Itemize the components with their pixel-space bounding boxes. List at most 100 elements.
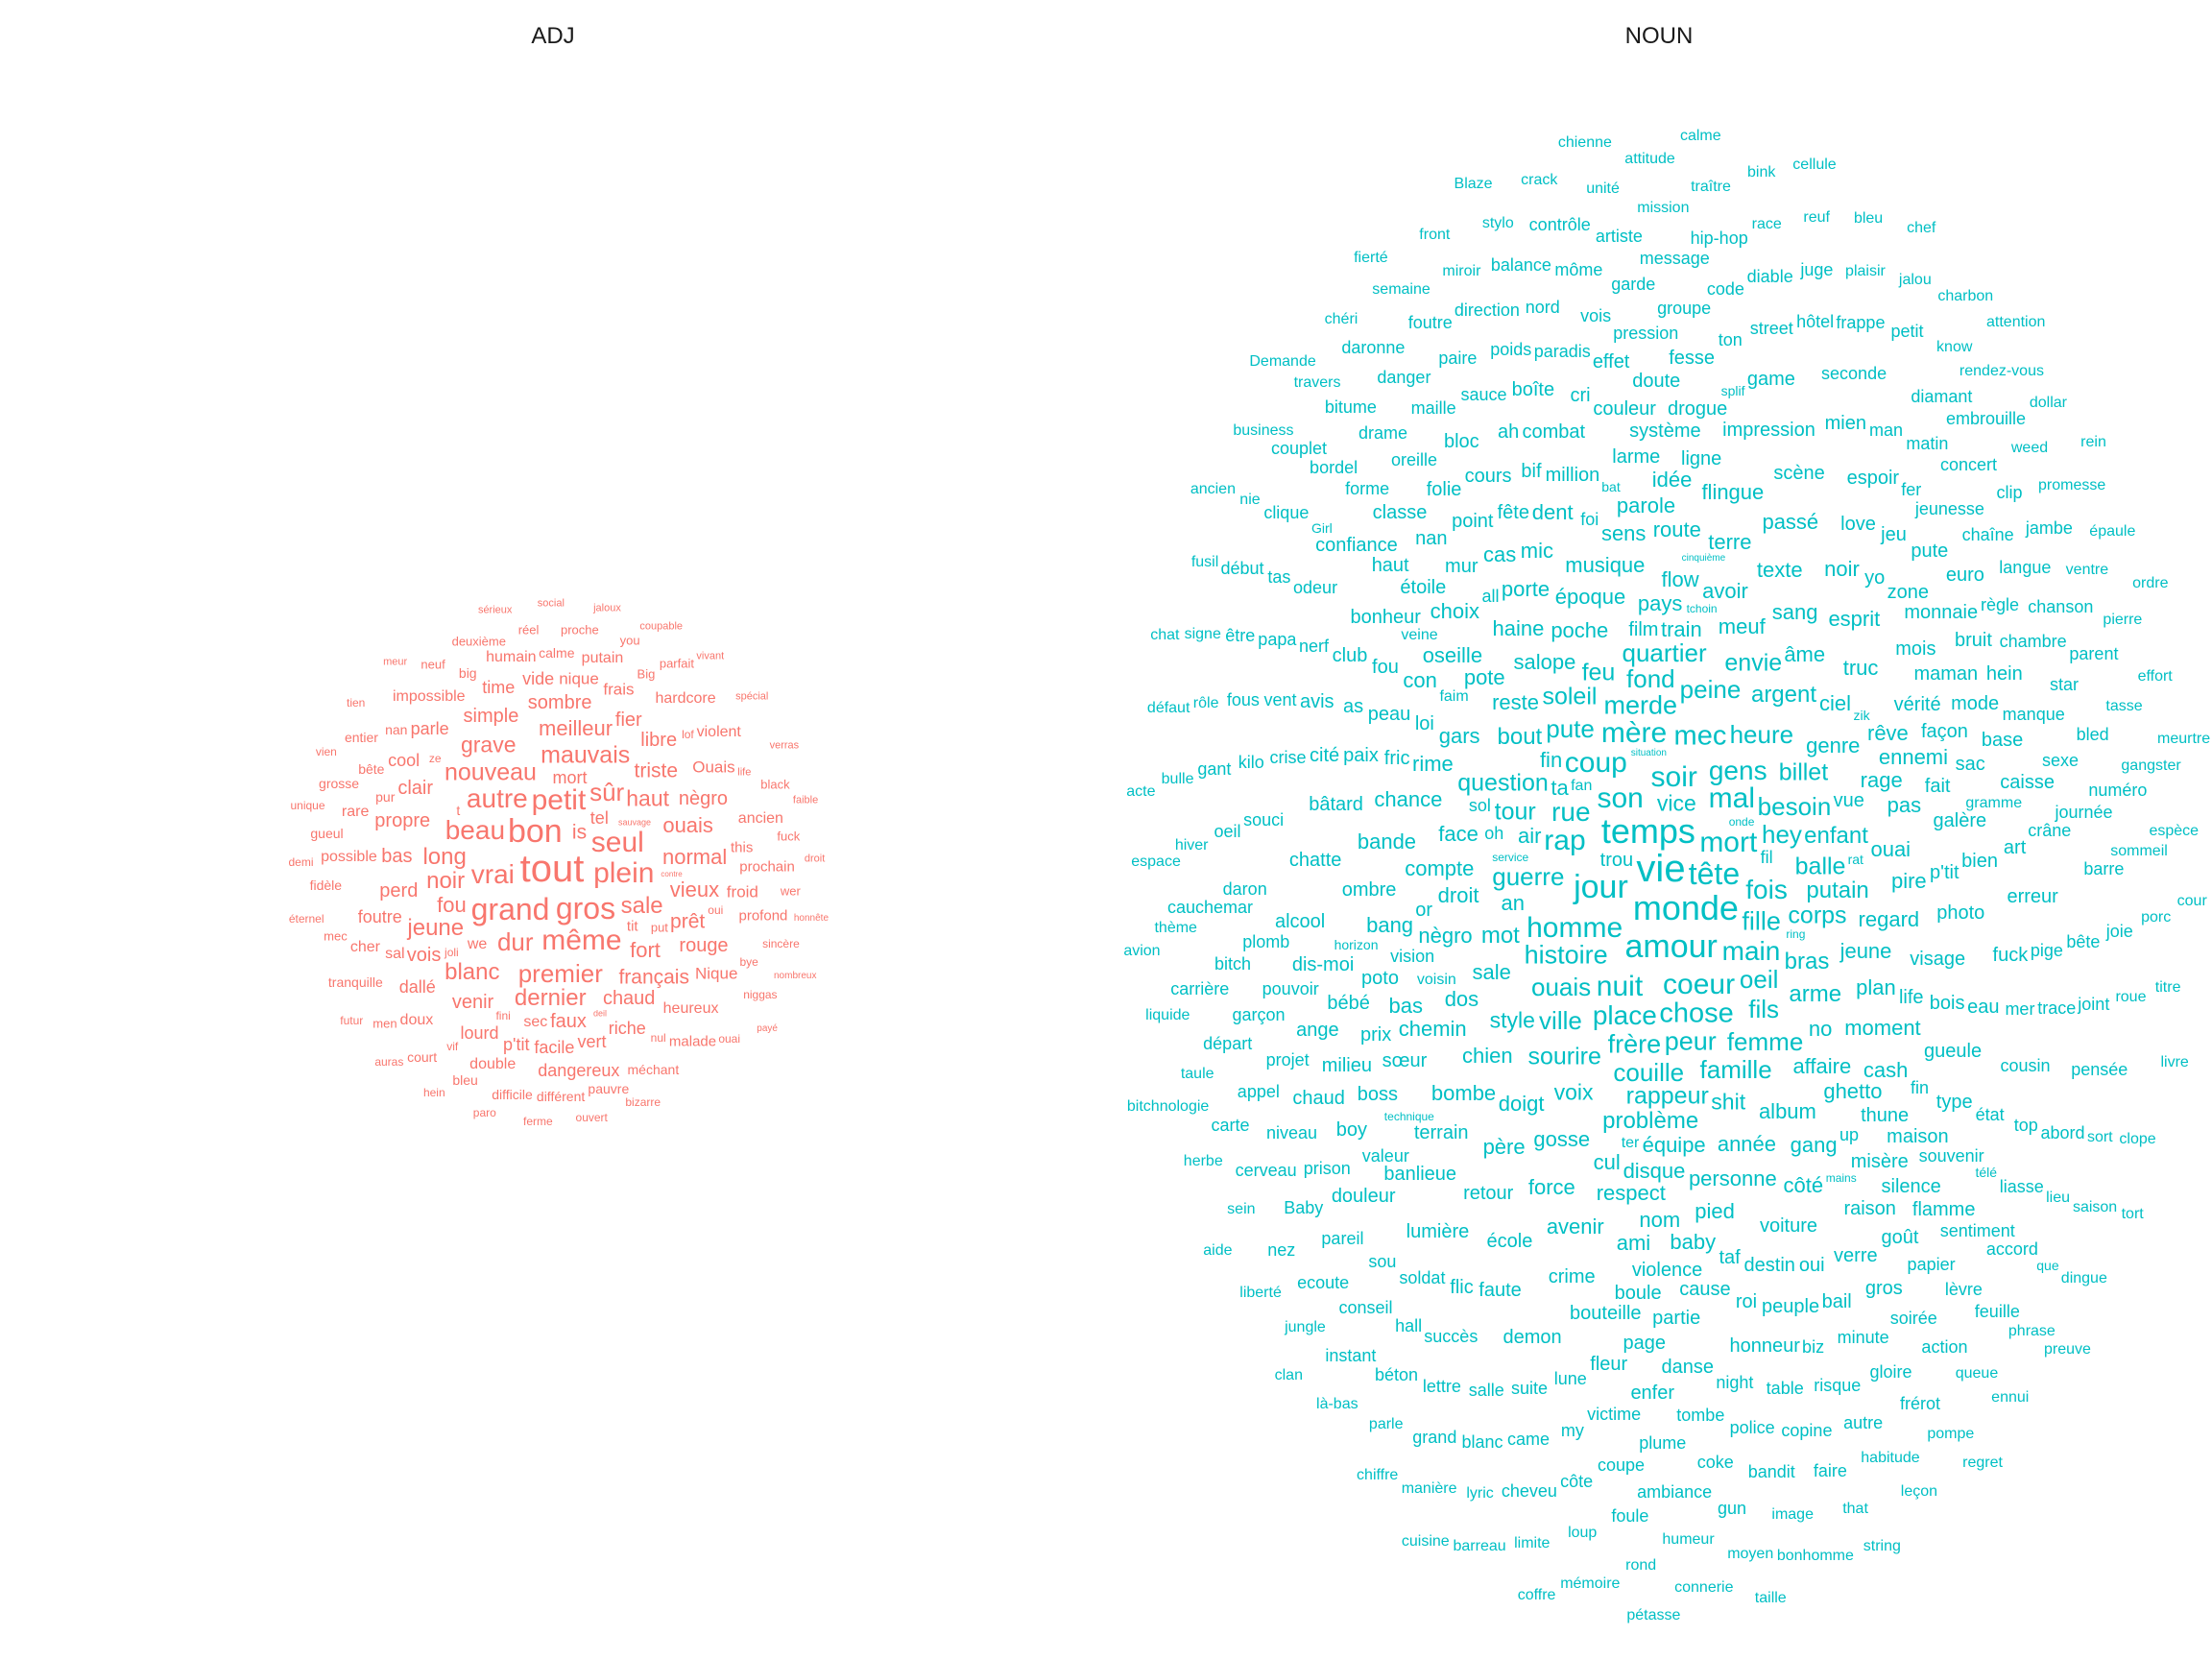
word-noun-277: ennemi xyxy=(1878,744,1949,769)
word-noun-12: nuit xyxy=(1596,970,1644,1002)
word-noun-537: Blaze xyxy=(1454,176,1493,192)
word-adj-123: meur xyxy=(383,656,408,668)
word-noun-118: valeur xyxy=(1361,1145,1409,1166)
word-noun-1: temps xyxy=(1600,810,1695,851)
word-noun-392: espace xyxy=(1131,854,1181,871)
word-noun-582: jambe xyxy=(2025,517,2073,538)
word-noun-213: projet xyxy=(1265,1049,1310,1070)
word-adj-120: ferme xyxy=(523,1115,553,1129)
word-noun-179: étoile xyxy=(1400,576,1447,598)
word-noun-310: technique xyxy=(1383,1110,1434,1124)
word-adj-129: jaloux xyxy=(593,602,621,614)
word-noun-130: pire xyxy=(1890,868,1927,893)
word-noun-549: bitume xyxy=(1324,397,1377,417)
word-noun-287: sexe xyxy=(2041,750,2079,770)
word-noun-402: côté xyxy=(1783,1173,1824,1198)
word-noun-173: boule xyxy=(1614,1283,1662,1305)
word-noun-425: lettre xyxy=(1422,1376,1461,1396)
word-adj-1: bon xyxy=(507,812,563,850)
word-adj-152: sauvage xyxy=(618,817,652,828)
word-noun-567: rein xyxy=(2080,434,2106,451)
word-adj-18: blanc xyxy=(445,958,500,985)
word-noun-448: espèce xyxy=(2149,822,2200,839)
word-adj-63: Ouais xyxy=(692,757,735,777)
word-adj-56: parle xyxy=(410,719,449,739)
word-noun-603: euro xyxy=(1945,564,1984,586)
word-noun-222: odeur xyxy=(1293,578,1338,598)
word-adj-104: put xyxy=(650,920,668,935)
word-adj-44: libre xyxy=(640,730,678,752)
word-adj-66: froid xyxy=(726,882,758,902)
word-noun-369: cul xyxy=(1593,1150,1621,1174)
word-adj-58: p'tit xyxy=(503,1035,530,1055)
word-noun-93: pote xyxy=(1463,665,1505,690)
word-noun-60: style xyxy=(1489,1007,1535,1033)
word-noun-563: nie xyxy=(1239,491,1261,508)
word-noun-101: respect xyxy=(1596,1181,1666,1206)
word-noun-26: frère xyxy=(1607,1029,1662,1059)
word-adj-11: premier xyxy=(517,958,603,988)
word-noun-108: texte xyxy=(1756,558,1803,583)
word-adj-59: vide xyxy=(522,668,555,688)
word-noun-587: petit xyxy=(1890,322,1924,342)
word-noun-3: monde xyxy=(1632,888,1739,928)
word-noun-240: sein xyxy=(1227,1200,1256,1217)
word-noun-75: jeune xyxy=(1839,939,1892,964)
word-adj-12: nouveau xyxy=(444,758,537,786)
word-noun-335: papa xyxy=(1258,630,1297,650)
word-adj-36: propre xyxy=(374,810,431,832)
word-adj-45: nègro xyxy=(678,787,729,809)
word-noun-598: mien xyxy=(1824,413,1867,435)
word-noun-110: vérité xyxy=(1893,693,1941,715)
word-noun-115: violence xyxy=(1631,1259,1703,1281)
word-noun-530: fierté xyxy=(1354,250,1388,267)
word-adj-90: difficile xyxy=(492,1086,533,1102)
word-adj-140: life xyxy=(737,766,752,779)
word-noun-99: ouai xyxy=(1870,836,1911,861)
word-noun-5: tête xyxy=(1688,856,1741,892)
word-noun-383: jeu xyxy=(1881,523,1907,545)
word-noun-204: succès xyxy=(1424,1326,1479,1346)
word-adj-93: court xyxy=(407,1048,438,1065)
word-adj-111: nan xyxy=(385,722,408,738)
word-noun-497: boy xyxy=(1335,1119,1368,1142)
word-noun-146: façon xyxy=(1920,721,1968,743)
word-noun-516: alcool xyxy=(1274,911,1326,933)
word-noun-435: bitch xyxy=(1214,954,1251,974)
word-adj-27: fou xyxy=(437,892,467,917)
word-noun-334: mic xyxy=(1520,538,1554,563)
word-noun-625: gros xyxy=(1864,1277,1903,1299)
word-noun-117: voisin xyxy=(1416,972,1456,989)
word-noun-420: conseil xyxy=(1338,1298,1393,1318)
word-noun-568: ordre xyxy=(2132,575,2169,592)
word-noun-210: prison xyxy=(1303,1158,1351,1178)
word-noun-386: liberté xyxy=(1239,1285,1282,1302)
word-noun-305: plume xyxy=(1639,1432,1687,1453)
word-noun-219: sol xyxy=(1468,795,1491,815)
word-noun-566: hip-hop xyxy=(1690,228,1748,249)
word-noun-327: faute xyxy=(1479,1279,1522,1301)
word-noun-390: lèvre xyxy=(1944,1279,1983,1299)
word-adj-52: vert xyxy=(577,1032,607,1052)
word-noun-59: voix xyxy=(1553,1079,1594,1105)
word-adj-81: this xyxy=(731,839,754,856)
word-noun-510: chat xyxy=(1150,626,1180,643)
word-noun-216: souci xyxy=(1243,809,1285,830)
word-noun-368: eau xyxy=(1967,997,2000,1019)
word-noun-523: bande xyxy=(1357,829,1417,854)
word-noun-430: attitude xyxy=(1624,151,1675,168)
word-noun-42: ville xyxy=(1539,1006,1582,1036)
word-noun-644: début xyxy=(1220,559,1264,579)
word-adj-101: men xyxy=(373,1016,397,1031)
word-noun-611: cuisine xyxy=(1401,1532,1450,1550)
word-adj-149: tien xyxy=(346,696,366,710)
word-noun-441: dollar xyxy=(2029,394,2068,411)
word-noun-433: bruit xyxy=(1955,629,1992,651)
word-noun-245: gueule xyxy=(1924,1041,1983,1063)
word-noun-198: règle xyxy=(1980,594,2020,614)
word-noun-546: choix xyxy=(1430,599,1480,624)
word-noun-71: époque xyxy=(1554,585,1626,610)
word-noun-39: quartier xyxy=(1622,638,1707,668)
word-adj-26: sûr xyxy=(589,778,625,807)
